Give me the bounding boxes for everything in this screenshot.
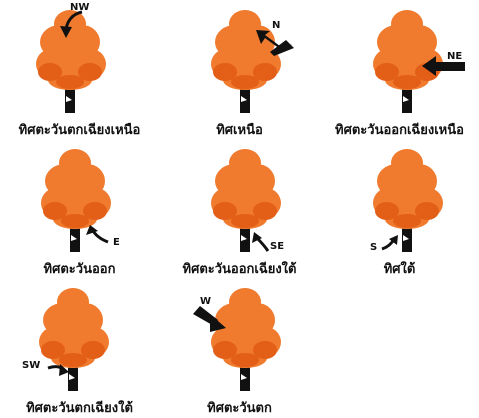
tree-icon bbox=[0, 0, 159, 118]
tree-panel-e: E ทิศตะวันออก bbox=[0, 139, 159, 277]
direction-abbr: W bbox=[200, 296, 211, 307]
direction-caption: ทิศตะวันตกเฉียงใต้ bbox=[0, 397, 159, 418]
tree-panel-sw: SW ทิศตะวันตกเฉียงใต้ bbox=[0, 278, 159, 416]
direction-caption: ทิศตะวันตก bbox=[160, 397, 319, 418]
tree-icon bbox=[160, 0, 319, 118]
direction-caption: ทิศตะวันตกเฉียงเหนือ bbox=[0, 119, 159, 140]
direction-caption: ทิศเหนือ bbox=[160, 119, 319, 140]
direction-abbr: SW bbox=[22, 360, 40, 371]
tree-panel-nw: NW ทิศตะวันตกเฉียงเหนือ bbox=[0, 0, 159, 138]
direction-abbr: NE bbox=[447, 51, 462, 62]
direction-abbr: NW bbox=[70, 2, 89, 13]
direction-caption: ทิศตะวันออก bbox=[0, 258, 159, 279]
tree-icon bbox=[320, 139, 479, 257]
direction-caption: ทิศตะวันออกเฉียงใต้ bbox=[160, 258, 319, 279]
direction-abbr: N bbox=[272, 20, 280, 31]
tree-panel-w: W ทิศตะวันตก bbox=[160, 278, 319, 416]
tree-panel-se: SE ทิศตะวันออกเฉียงใต้ bbox=[160, 139, 319, 277]
tree-panel-s: S ทิศใต้ bbox=[320, 139, 479, 277]
tree-panel-ne: NE ทิศตะวันออกเฉียงเหนือ bbox=[320, 0, 479, 138]
tree-icon bbox=[160, 139, 319, 257]
tree-icon bbox=[0, 278, 159, 396]
tree-icon bbox=[0, 139, 159, 257]
direction-caption: ทิศใต้ bbox=[320, 258, 479, 279]
direction-abbr: SE bbox=[270, 241, 284, 252]
direction-caption: ทิศตะวันออกเฉียงเหนือ bbox=[320, 119, 479, 140]
tree-panel-n: N ทิศเหนือ bbox=[160, 0, 319, 138]
tree-icon bbox=[160, 278, 319, 396]
direction-abbr: S bbox=[370, 242, 377, 253]
direction-abbr: E bbox=[113, 237, 120, 248]
